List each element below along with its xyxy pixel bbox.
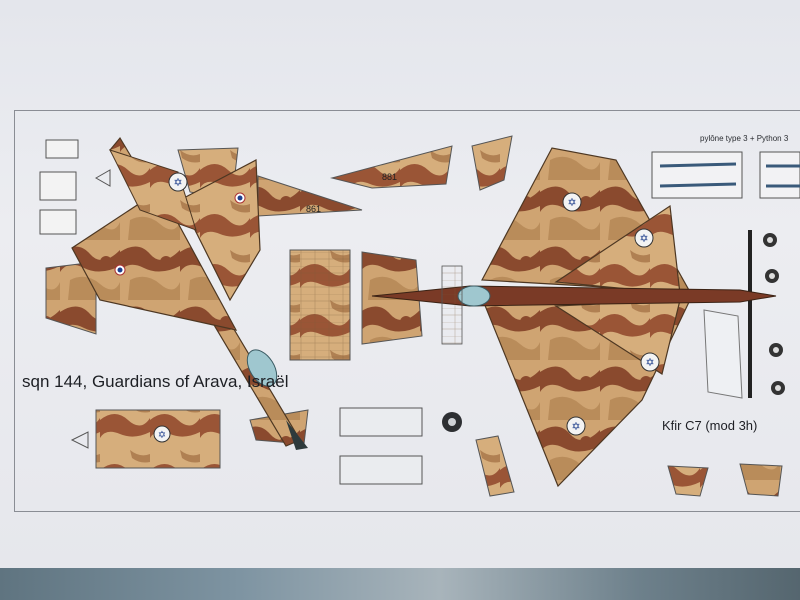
aircraft-caption: Kfir C7 (mod 3h)	[662, 418, 758, 433]
svg-text:✡: ✡	[158, 430, 166, 441]
table-surface	[0, 568, 800, 600]
flat-parts-right	[651, 151, 800, 497]
fin-number-left: 861	[306, 204, 321, 214]
svg-text:✡: ✡	[173, 177, 182, 189]
svg-text:✡: ✡	[567, 197, 576, 209]
print-area-frame	[14, 110, 800, 512]
flat-fuselage-parts	[70, 249, 423, 485]
flat-wing-parts-left	[45, 135, 513, 335]
svg-text:✡: ✡	[639, 233, 648, 245]
fin-number-right: 881	[382, 172, 397, 182]
svg-text:✡: ✡	[645, 357, 654, 369]
assembled-aircraft-left: ✡	[71, 136, 308, 450]
assembled-aircraft-right: ✡ ✡ ✡ ✡	[371, 147, 777, 497]
squadron-caption: sqn 144, Guardians of Arava, Israël	[22, 372, 289, 391]
small-parts-left	[39, 139, 111, 235]
stores-caption: pylône type 3 + Python 3	[700, 134, 789, 143]
svg-text:✡: ✡	[571, 421, 580, 433]
